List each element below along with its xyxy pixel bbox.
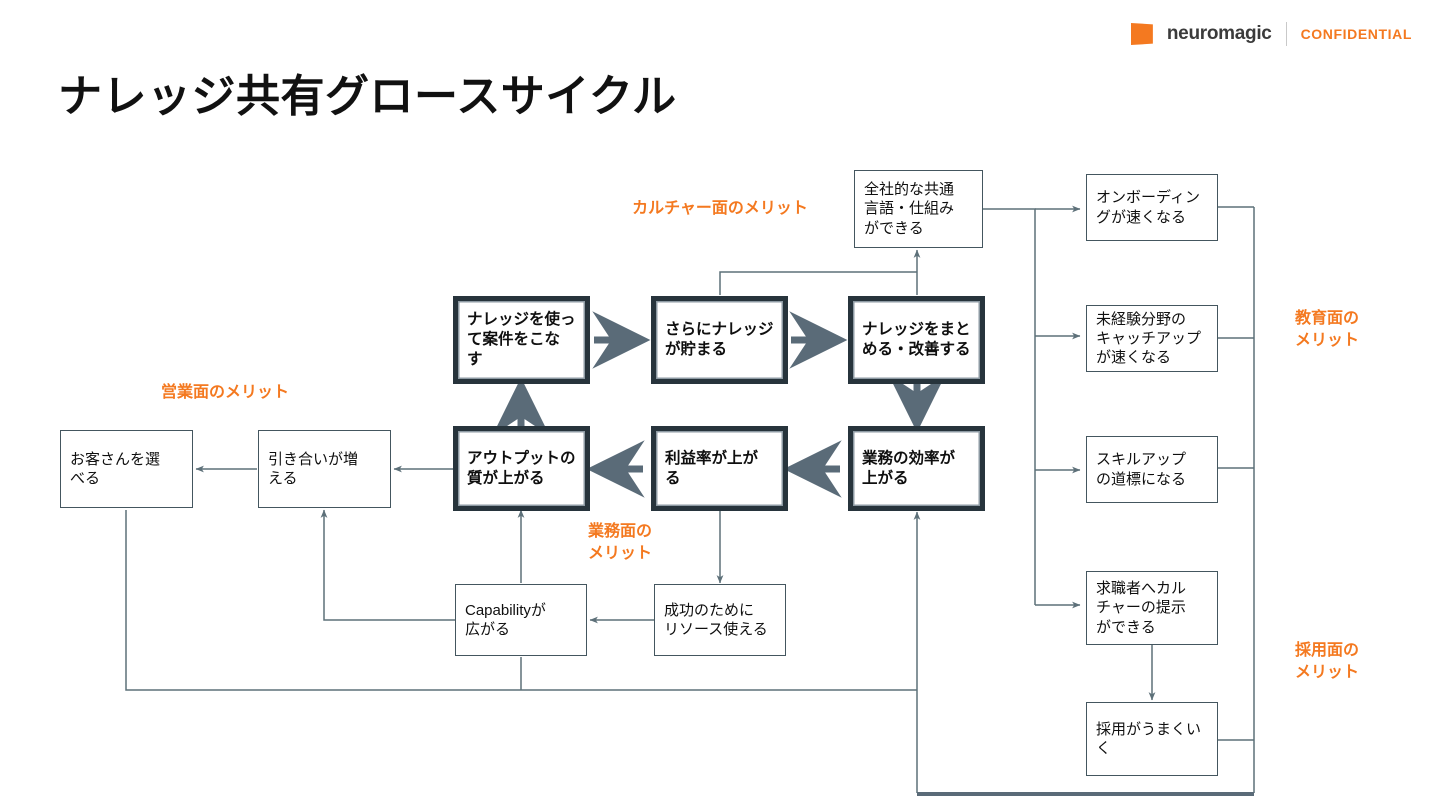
node-skillup[interactable]: スキルアップ の道標になる xyxy=(1086,436,1218,503)
node-more-inquiries-label: 引き合いが増 える xyxy=(268,450,359,487)
caption-education: 教育面の メリット xyxy=(1294,310,1359,349)
caption-culture: カルチャー面のメリット xyxy=(632,200,808,217)
caption-operation: 業務面の メリット xyxy=(587,523,652,562)
edge-common-language-rail xyxy=(983,208,1036,605)
node-more-inquiries[interactable]: 引き合いが増 える xyxy=(258,430,391,508)
node-work-efficiency-label: 業務の効率が 上がる xyxy=(862,449,956,487)
brand-header: neuromagic CONFIDENTIAL xyxy=(1130,20,1412,48)
node-profit-rate-label: 利益率が上が る xyxy=(665,449,759,487)
node-onboarding-label: オンボーディン グが速くなる xyxy=(1096,189,1200,226)
node-skillup-label: スキルアップ の道標になる xyxy=(1096,451,1187,488)
node-common-language[interactable]: 全社的な共通 言語・仕組み ができる xyxy=(854,170,983,248)
node-output-quality-label: アウトプットの 質が上がる xyxy=(467,449,576,487)
node-common-language-label: 全社的な共通 言語・仕組み ができる xyxy=(864,181,955,237)
node-profit-rate[interactable]: 利益率が上が る xyxy=(651,426,788,511)
node-catchup-label: 未経験分野の キャッチアップ が速くなる xyxy=(1096,310,1202,367)
node-hiring-label: 採用がうまくい く xyxy=(1096,720,1202,757)
node-capability[interactable]: Capabilityが 広がる xyxy=(455,584,587,656)
caption-sales: 営業面のメリット xyxy=(160,384,289,401)
node-capability-label: Capabilityが 広がる xyxy=(465,601,546,638)
brand-divider xyxy=(1285,22,1287,46)
node-accumulate[interactable]: さらにナレッジ が貯まる xyxy=(651,296,788,384)
node-choose-clients[interactable]: お客さんを選 べる xyxy=(60,430,193,508)
page-title: ナレッジ共有グロースサイクル xyxy=(58,72,677,121)
edge-capability-to-more-inquiries xyxy=(320,509,455,621)
neuromagic-logo-icon xyxy=(1130,23,1153,45)
edge-choose-clients-to-work-efficiency xyxy=(125,510,917,691)
node-resources[interactable]: 成功のために リソース使える xyxy=(654,584,786,656)
node-work-efficiency[interactable]: 業務の効率が 上がる xyxy=(848,426,985,511)
node-organize-label: ナレッジをまと める・改善する xyxy=(862,321,971,358)
node-hiring[interactable]: 採用がうまくい く xyxy=(1086,702,1218,776)
caption-recruit: 採用面の メリット xyxy=(1294,642,1359,681)
confidential-badge: CONFIDENTIAL xyxy=(1300,26,1412,42)
node-output-quality[interactable]: アウトプットの 質が上がる xyxy=(453,426,590,511)
node-onboarding[interactable]: オンボーディン グが速くなる xyxy=(1086,174,1218,241)
node-culture-show[interactable]: 求職者へカル チャーの提示 ができる xyxy=(1086,571,1218,645)
node-culture-show-label: 求職者へカル チャーの提示 ができる xyxy=(1096,580,1187,636)
node-use-knowledge[interactable]: ナレッジを使っ て案件をこな す xyxy=(453,296,590,384)
node-catchup[interactable]: 未経験分野の キャッチアップ が速くなる xyxy=(1086,305,1218,372)
edge-accumulate-to-common-language xyxy=(719,271,917,295)
brand-name: neuromagic xyxy=(1166,23,1272,44)
node-choose-clients-label: お客さんを選 べる xyxy=(70,450,161,487)
node-accumulate-label: さらにナレッジ が貯まる xyxy=(665,321,774,358)
node-resources-label: 成功のために リソース使える xyxy=(664,601,768,638)
node-organize[interactable]: ナレッジをまと める・改善する xyxy=(848,296,985,384)
node-use-knowledge-label: ナレッジを使っ て案件をこな す xyxy=(467,311,576,368)
